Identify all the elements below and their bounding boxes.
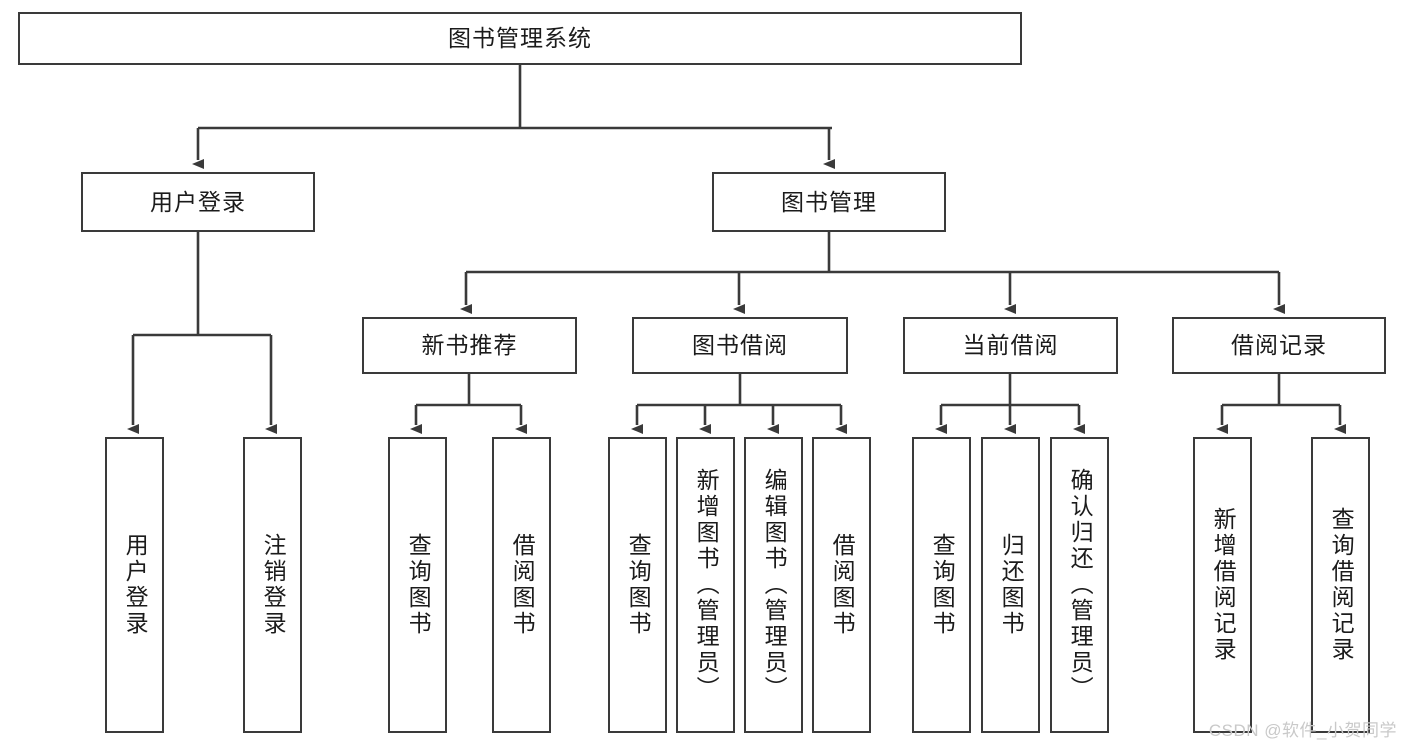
node-label: 借阅图书	[829, 533, 856, 637]
node-label: 新增借阅记录	[1210, 507, 1237, 663]
node-label: 查询图书	[625, 533, 652, 637]
node-label: 编辑图书（管理员）	[761, 468, 788, 702]
leaf-query-book-borrow[interactable]: 查询图书	[608, 437, 667, 733]
node-root[interactable]: 图书管理系统	[18, 12, 1022, 65]
node-borrow-record[interactable]: 借阅记录	[1172, 317, 1386, 374]
node-label: 用户登录	[122, 533, 149, 637]
node-label: 借阅图书	[509, 533, 536, 637]
node-label: 查询图书	[929, 533, 956, 637]
watermark: CSDN @软件_小贺同学	[1208, 721, 1397, 740]
leaf-borrow-book-recommend[interactable]: 借阅图书	[492, 437, 551, 733]
node-new-book-recommend[interactable]: 新书推荐	[362, 317, 577, 374]
leaf-confirm-return-admin[interactable]: 确认归还（管理员）	[1050, 437, 1109, 733]
node-label: 新增图书（管理员）	[693, 468, 720, 702]
node-label: 图书管理	[781, 188, 877, 215]
leaf-query-book-current[interactable]: 查询图书	[912, 437, 971, 733]
node-label: 图书借阅	[692, 332, 788, 358]
leaf-edit-book-admin[interactable]: 编辑图书（管理员）	[744, 437, 803, 733]
node-user-login[interactable]: 用户登录	[81, 172, 315, 232]
node-label: 当前借阅	[962, 332, 1059, 358]
node-label: 确认归还（管理员）	[1067, 468, 1094, 702]
node-label: 借阅记录	[1231, 332, 1327, 358]
node-current-borrow[interactable]: 当前借阅	[903, 317, 1118, 374]
node-label: 新书推荐	[421, 332, 518, 358]
leaf-return-book[interactable]: 归还图书	[981, 437, 1040, 733]
leaf-borrow-book[interactable]: 借阅图书	[812, 437, 871, 733]
node-label: 用户登录	[150, 188, 246, 215]
leaf-add-book-admin[interactable]: 新增图书（管理员）	[676, 437, 735, 733]
node-book-management[interactable]: 图书管理	[712, 172, 946, 232]
node-label: 图书管理系统	[448, 25, 592, 51]
leaf-query-borrow-record[interactable]: 查询借阅记录	[1311, 437, 1370, 733]
node-label: 归还图书	[998, 533, 1025, 637]
node-label: 查询借阅记录	[1328, 507, 1355, 663]
node-label: 注销登录	[260, 533, 287, 637]
leaf-query-book-recommend[interactable]: 查询图书	[388, 437, 447, 733]
leaf-add-borrow-record[interactable]: 新增借阅记录	[1193, 437, 1252, 733]
node-label: 查询图书	[405, 533, 432, 637]
leaf-logout[interactable]: 注销登录	[243, 437, 302, 733]
leaf-user-login[interactable]: 用户登录	[105, 437, 164, 733]
node-book-borrow[interactable]: 图书借阅	[632, 317, 848, 374]
